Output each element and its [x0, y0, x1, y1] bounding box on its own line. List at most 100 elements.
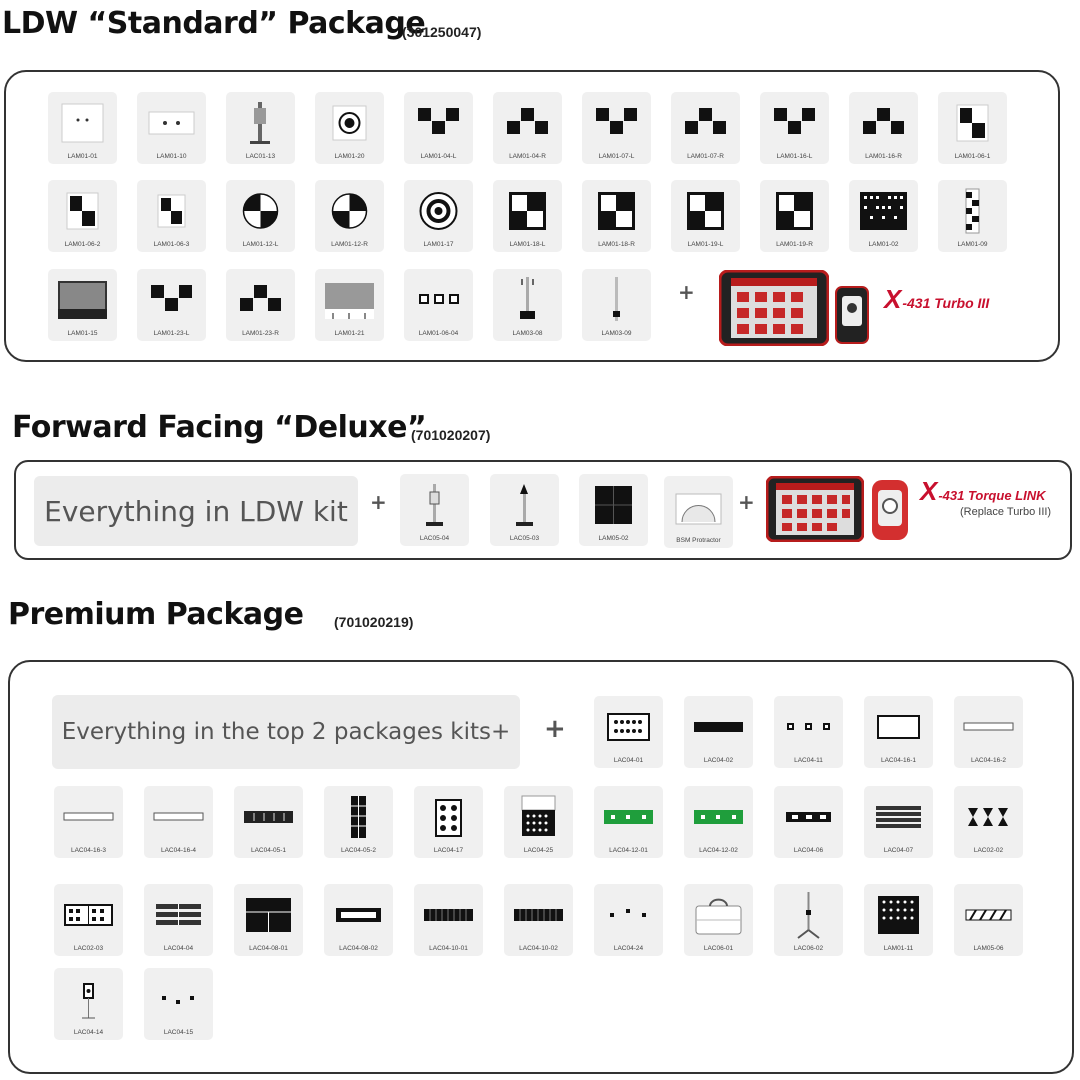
ffd-item-image [672, 482, 725, 532]
premium-item-image [152, 890, 205, 940]
premium-item-image [152, 792, 205, 842]
premium-item-label: LAC04-12-01 [609, 847, 648, 854]
premium-tile: LAC04-02 [684, 696, 753, 768]
premium-tile: LAC04-14 [54, 968, 123, 1040]
premium-item-image [512, 890, 565, 940]
ldw-item-image [590, 186, 643, 236]
ffd-tile: LAC05-04 [400, 474, 469, 546]
premium-panel: Everything in the top 2 packages kits+ +… [8, 660, 1074, 1074]
ldw-item-label: LAM01-02 [868, 241, 899, 248]
ldw-tile: LAM01-17 [404, 180, 473, 252]
premium-item-label: LAC04-16-1 [880, 757, 917, 764]
ldw-tile: LAM01-06-1 [938, 92, 1007, 164]
ldw-item-image [56, 98, 109, 148]
ldw-item-image [323, 275, 376, 325]
ldw-item-label: LAM01-15 [67, 330, 98, 337]
premium-tile: LAC04-17 [414, 786, 483, 858]
premium-tile: LAC04-10-02 [504, 884, 573, 956]
premium-item-label: LAC04-16-4 [160, 847, 197, 854]
ldw-item-label: LAM01-12-R [331, 241, 368, 248]
premium-item-label: LAC04-10-02 [519, 945, 558, 952]
torque-link-vci-image [872, 480, 908, 540]
everything-in-ldw-kit: Everything in LDW kit [34, 476, 358, 546]
premium-item-label: LAC04-08-02 [339, 945, 378, 952]
ldw-tile: LAM01-09 [938, 180, 1007, 252]
premium-item-label: LAC04-16-2 [970, 757, 1007, 764]
premium-item-image [242, 890, 295, 940]
premium-tile: LAC04-08-01 [234, 884, 303, 956]
x431-turbo-logo: X-431 Turbo III [884, 284, 990, 314]
ldw-item-image [412, 275, 465, 325]
section-code-premium: (701020219) [334, 614, 414, 630]
ldw-tile: LAM03-09 [582, 269, 651, 341]
premium-item-label: LAC04-08-01 [249, 945, 288, 952]
premium-item-image [962, 890, 1015, 940]
premium-item-image [692, 792, 745, 842]
ldw-item-image [412, 98, 465, 148]
tablet-device-image [719, 270, 829, 346]
ldw-item-image [501, 186, 554, 236]
vci-connector-image [835, 286, 869, 344]
ldw-tile: LAC01-13 [226, 92, 295, 164]
ldw-item-label: LAM01-04-L [420, 153, 457, 160]
ldw-item-label: LAM01-17 [423, 241, 454, 248]
ldw-item-label: LAM01-07-R [687, 153, 724, 160]
ldw-item-label: LAM01-16-L [776, 153, 813, 160]
ffd-plus: + [370, 490, 387, 514]
premium-tile: LAC02-03 [54, 884, 123, 956]
ldw-item-label: LAM01-06-04 [418, 330, 459, 337]
ldw-item-label: LAM01-06-3 [153, 241, 190, 248]
ffd-panel: Everything in LDW kit + LAC05-04 LAC05-03… [14, 460, 1072, 560]
premium-item-label: LAC04-05-2 [340, 847, 377, 854]
premium-plus: + [544, 714, 566, 744]
premium-tile: LAC04-12-01 [594, 786, 663, 858]
ldw-tile: LAM01-07-R [671, 92, 740, 164]
ldw-tile: LAM01-20 [315, 92, 384, 164]
ldw-item-image [501, 275, 554, 325]
premium-tile: LAC04-24 [594, 884, 663, 956]
ldw-tile: LAM01-04-L [404, 92, 473, 164]
premium-item-image [242, 792, 295, 842]
ffd-tile: LAC05-03 [490, 474, 559, 546]
premium-item-label: LAM01-11 [883, 945, 914, 952]
ffd-item-label: BSM Protractor [676, 537, 721, 544]
ldw-item-label: LAM01-10 [156, 153, 187, 160]
ldw-tile: LAM01-06-3 [137, 180, 206, 252]
premium-tile: LAC04-16-3 [54, 786, 123, 858]
ldw-item-label: LAM01-18-L [509, 241, 546, 248]
premium-tile: LAC04-01 [594, 696, 663, 768]
premium-item-label: LAC04-02 [703, 757, 734, 764]
premium-item-image [512, 792, 565, 842]
premium-item-image [962, 702, 1015, 752]
ldw-tile: LAM01-23-R [226, 269, 295, 341]
section-title-premium: Premium Package [8, 597, 304, 632]
premium-item-image [602, 890, 655, 940]
ldw-item-image [145, 98, 198, 148]
premium-item-label: LAC06-02 [793, 945, 824, 952]
section-title-ldw: LDW “Standard” Package [2, 6, 426, 41]
premium-tile: LAC04-05-2 [324, 786, 393, 858]
ldw-item-image [679, 186, 732, 236]
premium-tile: LAC04-08-02 [324, 884, 393, 956]
premium-item-image [962, 792, 1015, 842]
premium-item-image [692, 890, 745, 940]
section-code-ffd: (701020207) [411, 427, 491, 443]
ldw-item-image [145, 275, 198, 325]
premium-item-image [692, 702, 745, 752]
torque-link-tablet-image [766, 476, 864, 542]
ldw-plus: + [678, 280, 695, 304]
premium-tile: LAC04-07 [864, 786, 933, 858]
section-code-ldw: (301250047) [402, 24, 482, 40]
premium-tile: LAC04-16-4 [144, 786, 213, 858]
premium-item-image [782, 890, 835, 940]
premium-item-label: LAC02-02 [973, 847, 1004, 854]
x431-torque-link-logo: X-431 Torque LINK [920, 476, 1046, 506]
ldw-tile: LAM01-15 [48, 269, 117, 341]
ldw-tile: LAM01-16-R [849, 92, 918, 164]
premium-item-label: LAC04-14 [73, 1029, 104, 1036]
ffd-plus-2: + [738, 490, 755, 514]
premium-item-label: LAC04-12-02 [699, 847, 738, 854]
premium-tile: LAC04-12-02 [684, 786, 753, 858]
premium-item-image [872, 890, 925, 940]
